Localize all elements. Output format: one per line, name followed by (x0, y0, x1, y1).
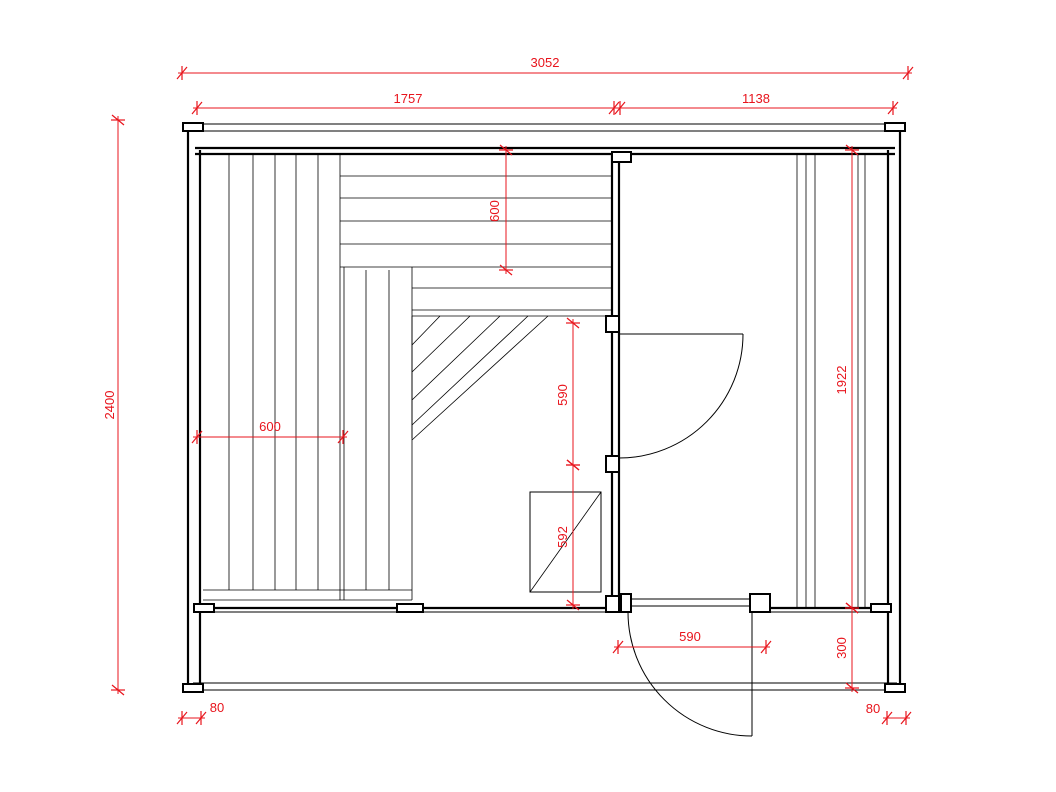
inner-door (618, 333, 744, 459)
middle-bench (343, 267, 413, 600)
dim-entry-door-width: 590 (679, 629, 701, 644)
middle-bench-planks (365, 270, 390, 590)
dim-inner-door-height: 590 (555, 384, 570, 406)
dim-lower-bench-depth: 600 (259, 419, 281, 434)
outer-walls (186, 123, 902, 691)
entry-door (627, 611, 753, 737)
dim-left-width: 1757 (394, 91, 423, 106)
corner-posts (182, 122, 906, 693)
top-bench-planks (340, 175, 612, 289)
top-bench (340, 266, 612, 317)
dim-overall-height: 2400 (102, 391, 117, 420)
left-bench (203, 154, 412, 601)
dim-right-width: 1138 (742, 91, 770, 106)
corner-step-plank (411, 315, 529, 426)
dim-right-bench-length: 1922 (834, 366, 849, 395)
left-bench-planks (228, 154, 319, 590)
corner-step-plank (411, 315, 501, 401)
dim-terrace-depth: 300 (834, 637, 849, 659)
corner-step (411, 315, 549, 441)
corner-step-plank (411, 315, 471, 373)
dim-wall-left: 80 (210, 700, 224, 715)
dimension-lines (111, 66, 914, 725)
corner-step-planks (411, 315, 529, 426)
corner-step-plank (411, 315, 441, 346)
right-bench-planks (805, 154, 866, 608)
dim-overall-width: 3052 (531, 55, 560, 70)
dim-stove-size: 592 (555, 526, 570, 548)
stove (529, 491, 602, 593)
dim-wall-right: 80 (866, 701, 880, 716)
dim-upper-bench-depth: 600 (487, 200, 502, 222)
